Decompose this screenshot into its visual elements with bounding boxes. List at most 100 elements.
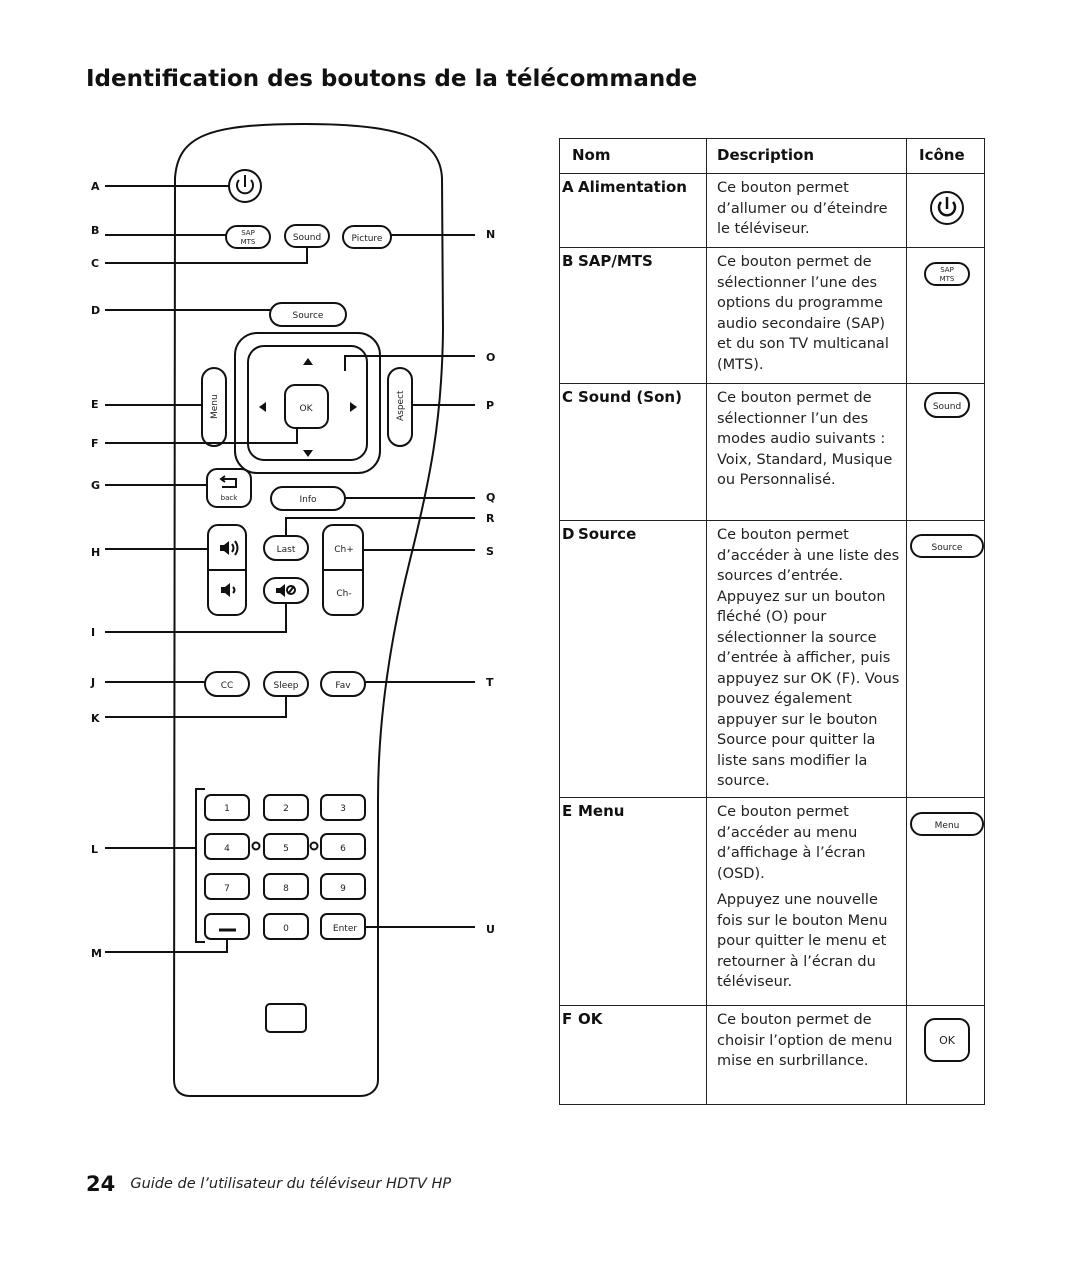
- row-name: Sound (Son): [578, 388, 682, 406]
- row-letter: A: [562, 178, 574, 196]
- channel-rocker: Ch+ Ch-: [322, 524, 364, 616]
- header-name: Nom: [572, 146, 611, 164]
- callout-letter-g: G: [91, 479, 100, 492]
- svg-text:Source: Source: [293, 311, 324, 321]
- callout-letter-i: I: [91, 626, 95, 639]
- row-name: Source: [578, 525, 637, 543]
- svg-text:OK: OK: [939, 1034, 956, 1047]
- dash-button: [204, 913, 250, 940]
- navigation-pad: OK: [234, 332, 381, 474]
- digit-4-button: [204, 833, 250, 860]
- row-name: OK: [578, 1010, 603, 1028]
- row-description: Ce bouton permet de choisir l’option de …: [717, 1012, 893, 1069]
- digit-6-button: [320, 833, 366, 860]
- svg-text:Picture: Picture: [352, 234, 383, 244]
- callout-letter-t: T: [486, 676, 494, 689]
- svg-text:Info: Info: [299, 495, 317, 505]
- callout-letter-m: M: [91, 947, 102, 960]
- callout-letter-u: U: [486, 923, 495, 936]
- last-button: Last: [263, 535, 309, 561]
- row-description-2: Appuyez une nouvelle fois sur le bouton …: [717, 892, 888, 990]
- svg-text:MTS: MTS: [241, 238, 256, 246]
- digit-3-button: [320, 794, 366, 821]
- digit-1-button: [204, 794, 250, 821]
- arrow-down-icon: [303, 450, 313, 457]
- svg-text:2: 2: [283, 804, 289, 814]
- sound-icon: Sound: [924, 392, 970, 418]
- svg-text:OK: OK: [300, 404, 314, 414]
- callout-letter-r: R: [486, 512, 495, 525]
- svg-text:Menu: Menu: [935, 821, 960, 831]
- svg-text:MTS: MTS: [940, 275, 955, 283]
- callout-letter-q: Q: [486, 491, 495, 504]
- svg-text:Fav: Fav: [335, 681, 351, 691]
- digit-9-button: [320, 873, 366, 900]
- row-letter: B: [562, 252, 574, 270]
- row-description: Ce bouton permet d’accéder à une liste d…: [717, 527, 900, 789]
- svg-text:5: 5: [283, 844, 289, 854]
- mute-icon: [276, 584, 285, 597]
- callout-letter-p: P: [486, 399, 494, 412]
- header-icon: Icône: [906, 139, 984, 173]
- svg-text:Aspect: Aspect: [396, 390, 406, 421]
- row-letter: D: [562, 525, 575, 543]
- volume-rocker: [207, 524, 247, 616]
- sleep-button: Sleep: [263, 671, 309, 697]
- svg-text:Sleep: Sleep: [273, 681, 298, 691]
- page-footer: 24 Guide de l’utilisateur du téléviseur …: [86, 1172, 451, 1196]
- svg-text:9: 9: [340, 884, 346, 894]
- callout-letter-s: S: [486, 545, 494, 558]
- source-icon: Source: [910, 534, 984, 558]
- source-button: Source: [269, 302, 347, 327]
- volume-down-icon: [221, 583, 236, 597]
- digit-2-button: [263, 794, 309, 821]
- svg-text:3: 3: [340, 804, 346, 814]
- svg-text:1: 1: [224, 804, 230, 814]
- row-letter: E: [562, 802, 573, 820]
- cc-button: CC: [204, 671, 250, 697]
- digit-5-button: [263, 833, 309, 860]
- svg-text:7: 7: [224, 884, 230, 894]
- table-row: F OK Ce bouton permet de choisir l’option…: [560, 1006, 984, 1104]
- row-name: Menu: [578, 802, 625, 820]
- svg-text:0: 0: [283, 924, 289, 934]
- sap-mts-icon: SAP MTS: [924, 262, 970, 286]
- power-icon: [930, 191, 964, 225]
- callout-letter-n: N: [486, 228, 495, 241]
- page-title: Identification des boutons de la télécom…: [86, 66, 698, 92]
- remote-body: [172, 122, 445, 1097]
- digit-7-button: [204, 873, 250, 900]
- callout-letter-j: J: [90, 676, 95, 689]
- callout-letter-e: E: [91, 398, 99, 411]
- svg-text:SAP: SAP: [241, 229, 255, 237]
- callout-letter-b: B: [91, 224, 99, 237]
- svg-text:Ch-: Ch-: [336, 589, 351, 599]
- bottom-blank-button: [265, 1003, 307, 1033]
- ok-icon: OK: [924, 1018, 970, 1062]
- sap-mts-button: SAP MTS: [225, 225, 271, 249]
- row-name: Alimentation: [578, 178, 687, 196]
- callout-letter-c: C: [91, 257, 99, 270]
- info-button: Info: [270, 486, 346, 511]
- svg-text:Sound: Sound: [933, 402, 961, 412]
- row-letter: F: [562, 1010, 573, 1028]
- ok-button: [284, 384, 329, 429]
- svg-text:Sound: Sound: [293, 233, 321, 243]
- picture-button: Picture: [342, 225, 392, 249]
- svg-text:6: 6: [340, 844, 346, 854]
- remote-illustration: A SAP MTS B Sound C Picture N Source D O…: [90, 122, 495, 1097]
- svg-text:Ch+: Ch+: [334, 545, 354, 555]
- menu-icon: Menu: [910, 812, 984, 836]
- row-letter: C: [562, 388, 574, 406]
- callout-letter-d: D: [91, 304, 100, 317]
- callout-letter-l: L: [91, 843, 98, 856]
- mute-button: [263, 577, 309, 604]
- row-description: Ce bouton permet de sélectionner l’un de…: [717, 390, 893, 488]
- callout-letter-a: A: [91, 180, 100, 193]
- volume-up-icon: [220, 540, 239, 556]
